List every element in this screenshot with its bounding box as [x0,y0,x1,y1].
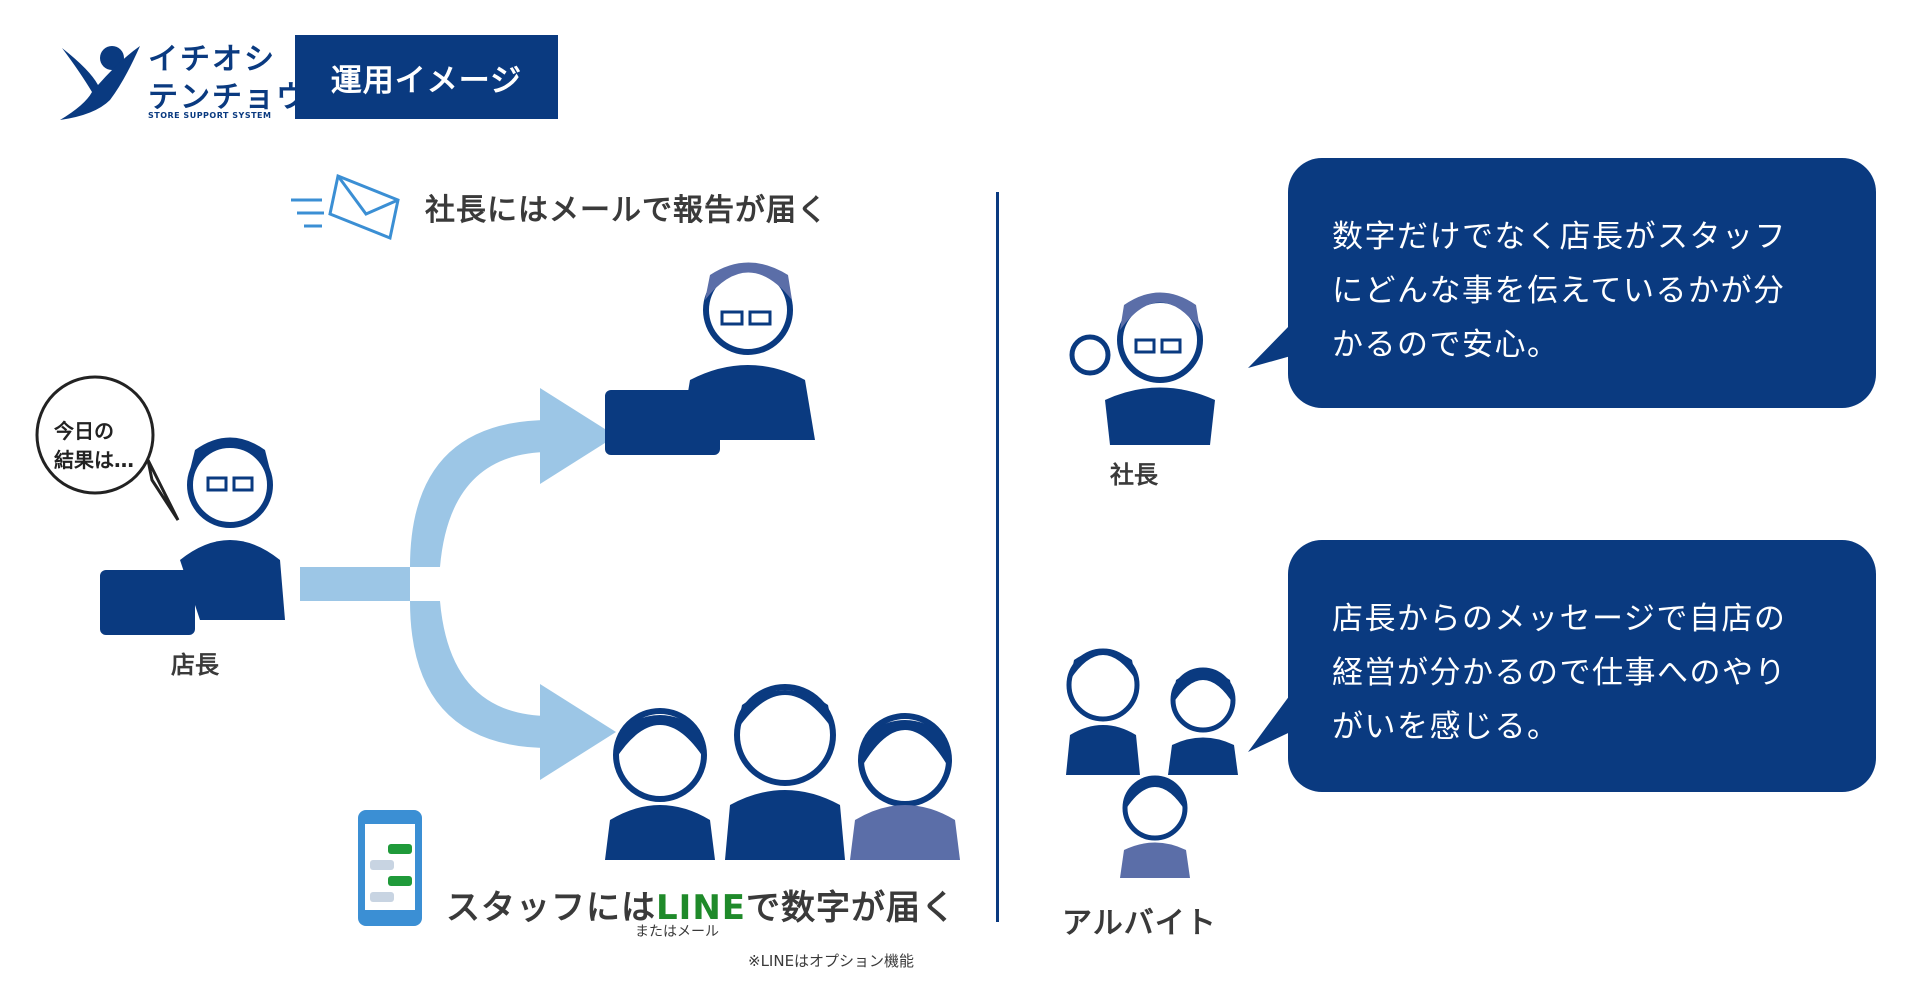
page-title: 運用イメージ [295,35,558,119]
ceo-voice-bubble: 数字だけでなく店長がスタッフ にどんな事を伝えているかが分 かるので安心。 [1288,158,1876,408]
line-brand-text: LINE [656,888,746,928]
parttime-voice-line-2: 経営が分かるので仕事へのやり [1332,655,1787,691]
staff-line-prefix: スタッフには [446,888,656,928]
manager-figure [35,375,285,635]
section-divider [996,192,999,922]
manager-label: 店長 [171,651,219,679]
ceo-voice-line-2: にどんな事を伝えているかが分 [1332,273,1786,309]
flow-arrows [300,388,616,780]
speech-line-2: 結果は… [54,448,134,472]
logo-text-line2: テンチョウ [148,80,308,115]
logo-subtitle: STORE SUPPORT SYSTEM [148,111,272,120]
logo-figure-icon [60,46,140,120]
logo-text-line1: イチオシ [148,42,276,77]
mail-icon [291,173,400,241]
ceo-mail-label: 社長にはメールで報告が届く [425,193,828,228]
ceo-voice-line-1: 数字だけでなく店長がスタッフ [1332,219,1787,255]
staff-line-label: スタッフにはLINEで数字が届く [446,880,956,929]
ceo-voice-line-3: かるので安心。 [1332,327,1560,363]
parttime-voice-bubble: 店長からのメッセージで自店の 経営が分かるので仕事へのやり がいを感じる。 [1288,540,1876,792]
parttime-voice-line-1: 店長からのメッセージで自店の [1332,601,1787,637]
staff-line-suffix: で数字が届く [746,888,956,928]
staff-group-figures [605,684,960,860]
manager-speech: 今日の 結果は… [54,417,164,475]
option-note: ※LINEはオプション機能 [748,952,915,970]
smartphone-icon [358,810,422,926]
parttime-voice-line-3: がいを感じる。 [1332,709,1560,745]
parttime-group-figures [1066,648,1238,878]
ceo-ok-figure [1069,292,1215,445]
ceo-laptop-figure [605,262,815,455]
parttime-label: アルバイト [1062,906,1217,941]
or-mail-note: またはメール [635,924,719,940]
ceo-label: 社長 [1110,461,1158,489]
speech-line-1: 今日の [54,419,114,443]
